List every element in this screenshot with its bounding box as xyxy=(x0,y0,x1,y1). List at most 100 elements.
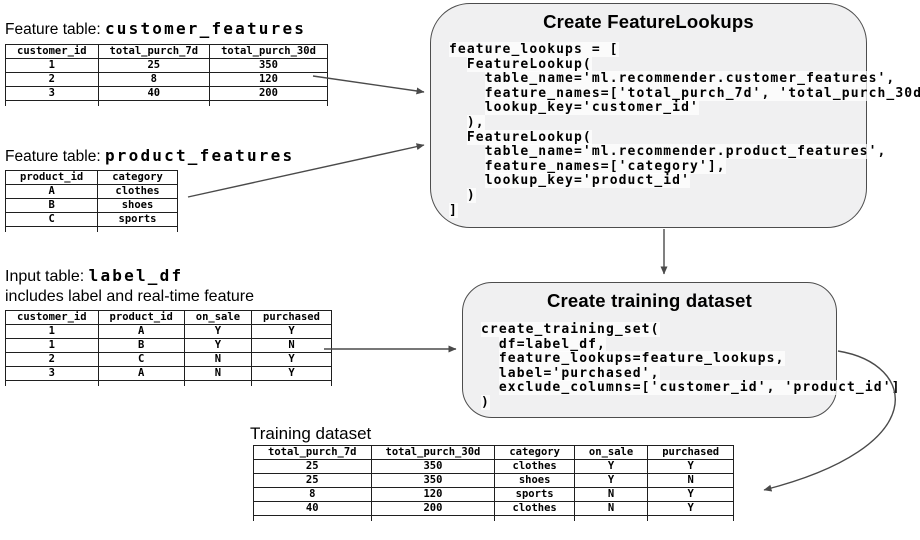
table-cell: 200 xyxy=(209,86,328,101)
column-header: category xyxy=(97,170,178,185)
table-cell: N xyxy=(573,487,649,502)
arrow-customer-features-to-lookups xyxy=(312,75,425,95)
column-header: customer_id xyxy=(5,44,99,59)
table-cell: 1 xyxy=(5,58,99,73)
training-dataset-title: Training dataset xyxy=(250,424,372,443)
table-cell: Y xyxy=(183,324,253,339)
create-training-dataset-box: Create training dataset create_training_… xyxy=(462,282,901,418)
column-header: customer_id xyxy=(5,310,99,325)
table-cell: Y xyxy=(183,338,253,353)
table-cell: 25 xyxy=(253,459,372,474)
customer-features-title-name: customer_features xyxy=(104,19,307,38)
table-cell: 3 xyxy=(5,366,99,381)
table-cell: N xyxy=(573,501,649,516)
table-cell: N xyxy=(251,338,332,353)
table-stub-row xyxy=(5,380,332,386)
table-stub-row xyxy=(4,226,178,232)
product-features-title-name: product_features xyxy=(104,146,295,165)
table-cell: sports xyxy=(494,487,575,502)
code-line: exclude_columns=['customer_id', 'product… xyxy=(498,380,901,396)
code-line: feature_names=['total_purch_7d', 'total_… xyxy=(449,85,920,102)
code-line: df=label_df, xyxy=(498,336,606,352)
table-cell: 200 xyxy=(370,501,496,516)
table-cell: sports xyxy=(97,212,178,227)
table-cell: 1 xyxy=(5,338,99,353)
code-line: feature_lookups=feature_lookups, xyxy=(498,351,785,367)
customer-features-title-prefix: Feature table: xyxy=(5,21,105,38)
create-featurelookups-box-title: Create FeatureLookups xyxy=(543,11,754,32)
column-header: total_purch_30d xyxy=(370,445,496,460)
table-cell: Y xyxy=(647,501,735,516)
code-line: lookup_key='customer_id' xyxy=(484,100,699,116)
table-cell: 350 xyxy=(370,473,496,488)
table-cell: B xyxy=(97,338,185,353)
code-line: table_name='ml.recommender.product_featu… xyxy=(484,144,887,160)
table-cell: Y xyxy=(647,459,735,474)
table-cell: 350 xyxy=(370,459,496,474)
product-features-title-prefix: Feature table: xyxy=(5,148,105,165)
create-training-dataset-box-title: Create training dataset xyxy=(546,290,753,311)
table-cell: A xyxy=(4,184,99,199)
table-cell: clothes xyxy=(97,184,178,199)
code-line: FeatureLookup( xyxy=(466,129,592,145)
table-cell: 2 xyxy=(5,352,99,367)
table-cell: 40 xyxy=(253,501,372,516)
code-line: ) xyxy=(466,187,476,203)
table-cell: 40 xyxy=(97,86,211,101)
create-featurelookups-box: Create FeatureLookups feature_lookups = … xyxy=(430,3,920,228)
table-stub-row xyxy=(253,515,735,521)
table-cell: 350 xyxy=(209,58,328,73)
table-cell: A xyxy=(97,366,185,381)
table-cell: C xyxy=(97,352,185,367)
table-cell: clothes xyxy=(494,459,575,474)
column-header: total_purch_7d xyxy=(97,44,211,59)
column-header: category xyxy=(494,445,575,460)
featurelookups-code: feature_lookups = [ FeatureLookup( table… xyxy=(449,42,920,218)
table-cell: 3 xyxy=(5,86,99,101)
table-cell: Y xyxy=(573,459,649,474)
column-header: product_id xyxy=(97,310,185,325)
table-cell: A xyxy=(97,324,185,339)
code-line: ) xyxy=(481,394,490,410)
code-line: lookup_key='product_id' xyxy=(484,173,691,189)
table-cell: 8 xyxy=(253,487,372,502)
column-header: total_purch_7d xyxy=(253,445,372,460)
code-line: table_name='ml.recommender.customer_feat… xyxy=(484,71,896,87)
product-features-title: Feature table: product_features xyxy=(5,146,294,166)
column-header: purchased xyxy=(647,445,735,460)
column-header: on_sale xyxy=(573,445,649,460)
table-cell: 8 xyxy=(97,72,211,87)
table-cell: 25 xyxy=(97,58,211,73)
table-cell: 120 xyxy=(209,72,328,87)
code-line: feature_lookups = [ xyxy=(449,42,619,57)
code-line: feature_names=['category'], xyxy=(484,158,726,174)
column-header: purchased xyxy=(251,310,332,325)
code-line: label='purchased', xyxy=(498,365,660,381)
table-cell: N xyxy=(183,352,253,367)
table-cell: C xyxy=(4,212,99,227)
column-header: on_sale xyxy=(183,310,253,325)
code-line: FeatureLookup( xyxy=(466,56,592,72)
code-line: ] xyxy=(449,202,458,218)
label-df-subtitle: includes label and real-time feature xyxy=(5,288,255,305)
label-df-title-name: label_df xyxy=(88,266,184,285)
training-dataset-code: create_training_set( df=label_df, featur… xyxy=(481,322,901,411)
